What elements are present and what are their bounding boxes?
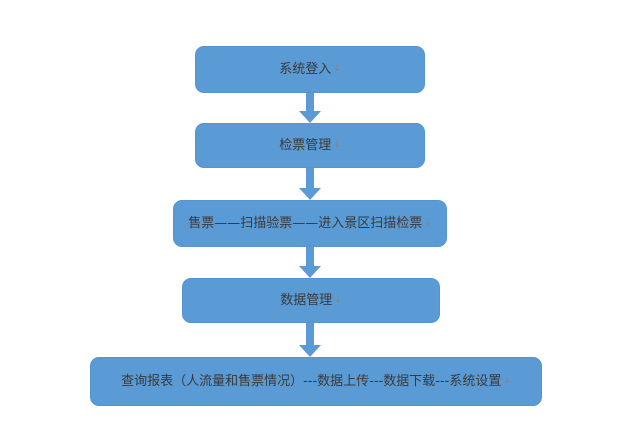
- line-break-mark: ↓: [424, 218, 432, 229]
- node-label: 售票——扫描验票——进入景区扫描检票: [188, 215, 423, 231]
- flowchart-node-data-management: 数据管理↓: [182, 278, 440, 323]
- flowchart-node-reports-and-settings: 查询报表（人流量和售票情况）---数据上传---数据下载---系统设置↓: [90, 357, 542, 406]
- flowchart-node-system-login: 系统登入↓: [195, 46, 425, 93]
- arrow-shaft: [306, 247, 314, 267]
- arrow-head: [299, 266, 321, 278]
- arrow-shaft: [306, 168, 314, 189]
- flowchart-node-ticket-sale-scan-flow: 售票——扫描验票——进入景区扫描检票↓: [173, 200, 447, 247]
- arrow-head: [299, 345, 321, 357]
- node-label: 检票管理: [279, 137, 332, 153]
- node-label: 系统登入: [279, 61, 332, 77]
- line-break-mark: ↓: [334, 295, 342, 306]
- line-break-mark: ↓: [333, 140, 341, 151]
- arrow-head: [299, 188, 321, 200]
- down-arrow-icon: [299, 247, 321, 278]
- flowchart-node-ticket-check-management: 检票管理↓: [195, 123, 425, 168]
- down-arrow-icon: [299, 168, 321, 200]
- down-arrow-icon: [299, 323, 321, 357]
- down-arrow-icon: [299, 93, 321, 123]
- line-break-mark: ↓: [333, 64, 341, 75]
- arrow-shaft: [306, 323, 314, 346]
- line-break-mark: ↓: [503, 376, 511, 387]
- arrow-shaft: [306, 93, 314, 112]
- node-label: 数据管理: [280, 292, 333, 308]
- arrow-head: [299, 111, 321, 123]
- node-label: 查询报表（人流量和售票情况）---数据上传---数据下载---系统设置: [121, 373, 502, 389]
